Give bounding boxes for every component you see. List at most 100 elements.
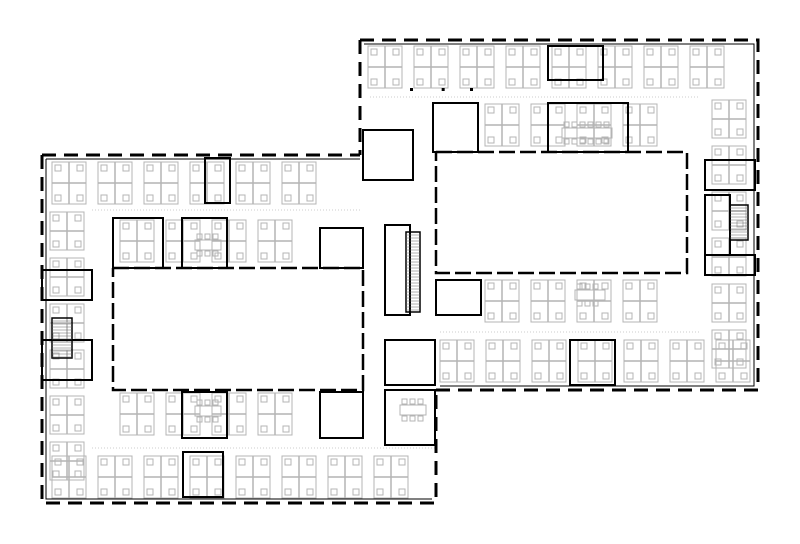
room-wall bbox=[384, 389, 436, 446]
chair bbox=[190, 425, 198, 433]
chair bbox=[168, 222, 176, 230]
chair bbox=[587, 121, 594, 128]
chair bbox=[603, 121, 610, 128]
chair bbox=[509, 106, 517, 114]
courtyard-wall bbox=[111, 266, 365, 392]
chair bbox=[736, 286, 744, 294]
chair bbox=[54, 164, 62, 172]
chair bbox=[530, 48, 538, 56]
chair bbox=[236, 222, 244, 230]
workstation-cluster bbox=[97, 455, 133, 499]
chair bbox=[736, 332, 744, 340]
workstation-cluster bbox=[235, 455, 271, 499]
chair bbox=[192, 488, 200, 496]
chair bbox=[647, 312, 655, 320]
workstation-cluster bbox=[211, 219, 247, 263]
chair bbox=[52, 214, 60, 222]
workstation-cluster bbox=[143, 455, 179, 499]
chair bbox=[736, 220, 744, 228]
chair bbox=[74, 306, 82, 314]
chair bbox=[626, 342, 634, 350]
chair bbox=[580, 372, 588, 380]
chair bbox=[584, 300, 591, 307]
chair bbox=[370, 78, 378, 86]
chair bbox=[204, 399, 211, 406]
chair bbox=[622, 78, 630, 86]
room-wall bbox=[41, 339, 93, 381]
chair bbox=[52, 424, 60, 432]
chair bbox=[555, 282, 563, 290]
chair bbox=[401, 415, 408, 422]
chair bbox=[54, 488, 62, 496]
chair bbox=[714, 78, 722, 86]
chair bbox=[409, 398, 416, 405]
room-wall bbox=[181, 217, 228, 269]
chair bbox=[236, 252, 244, 260]
chair bbox=[168, 252, 176, 260]
chair bbox=[214, 488, 222, 496]
walls-layer bbox=[40, 38, 760, 505]
chair bbox=[714, 240, 722, 248]
chair bbox=[555, 136, 563, 144]
workstation-cluster bbox=[531, 339, 567, 383]
chair bbox=[74, 398, 82, 406]
chair bbox=[212, 399, 219, 406]
room-wall bbox=[704, 194, 731, 256]
chair bbox=[282, 395, 290, 403]
chair bbox=[190, 252, 198, 260]
column bbox=[410, 88, 413, 91]
chair bbox=[576, 48, 584, 56]
chair bbox=[146, 164, 154, 172]
chair bbox=[714, 332, 722, 340]
room-wall bbox=[319, 227, 364, 269]
chair bbox=[533, 312, 541, 320]
room-wall bbox=[362, 129, 414, 181]
chair bbox=[76, 164, 84, 172]
chair bbox=[510, 342, 518, 350]
chair bbox=[52, 398, 60, 406]
workstation-cluster bbox=[49, 395, 85, 435]
facade-inner bbox=[364, 43, 755, 387]
staircase bbox=[51, 317, 73, 359]
chair bbox=[306, 164, 314, 172]
workstation-cluster bbox=[143, 161, 179, 205]
chair bbox=[714, 102, 722, 110]
chair bbox=[52, 286, 60, 294]
chair bbox=[192, 194, 200, 202]
chair bbox=[122, 194, 130, 202]
chair bbox=[54, 458, 62, 466]
chair bbox=[144, 425, 152, 433]
chair bbox=[392, 78, 400, 86]
chair bbox=[122, 164, 130, 172]
chair bbox=[579, 138, 586, 145]
chair bbox=[487, 282, 495, 290]
chair bbox=[282, 252, 290, 260]
chair bbox=[238, 488, 246, 496]
chair bbox=[100, 458, 108, 466]
chair bbox=[122, 425, 130, 433]
chair bbox=[736, 358, 744, 366]
workstation-cluster bbox=[576, 103, 612, 147]
table-top bbox=[194, 405, 222, 417]
workstation-cluster bbox=[281, 161, 317, 205]
chair bbox=[401, 398, 408, 405]
chair bbox=[555, 106, 563, 114]
chair bbox=[52, 444, 60, 452]
chair bbox=[571, 121, 578, 128]
table-top bbox=[194, 239, 222, 251]
room-wall bbox=[547, 102, 629, 153]
chair bbox=[508, 48, 516, 56]
table-top bbox=[561, 127, 613, 139]
chair bbox=[100, 488, 108, 496]
chair bbox=[563, 138, 570, 145]
chair bbox=[571, 138, 578, 145]
chair bbox=[464, 342, 472, 350]
meeting-table bbox=[194, 399, 222, 423]
chair bbox=[212, 233, 219, 240]
chair bbox=[647, 106, 655, 114]
chair bbox=[602, 342, 610, 350]
chair bbox=[692, 48, 700, 56]
workstation-cluster bbox=[577, 339, 613, 383]
room-wall bbox=[182, 451, 224, 498]
